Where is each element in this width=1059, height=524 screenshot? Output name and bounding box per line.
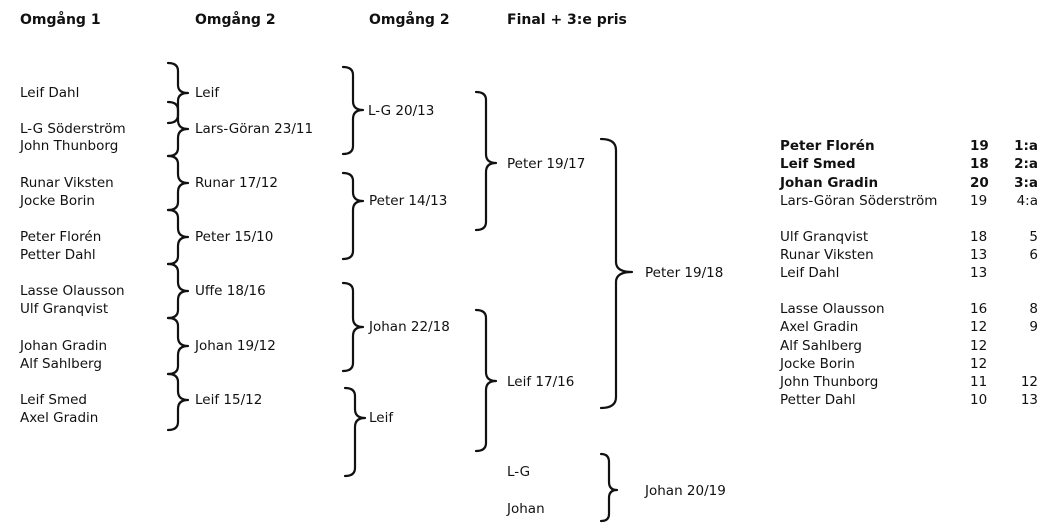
- round1-player: Peter Florén: [20, 229, 102, 245]
- round1-player: Alf Sahlberg: [20, 356, 102, 372]
- standing-place: 1:a: [1014, 138, 1038, 154]
- standing-name: Alf Sahlberg: [780, 338, 862, 354]
- standing-place: 12: [1020, 374, 1038, 390]
- round1-player: John Thunborg: [20, 138, 119, 154]
- standing-score: 18: [970, 229, 988, 245]
- standing-place: 3:a: [1014, 175, 1038, 191]
- standing-name: Lars-Göran Söderström: [780, 193, 938, 209]
- final-result: Peter 19/18: [645, 265, 724, 281]
- standing-name: John Thunborg: [780, 374, 879, 390]
- standing-name: Runar Viksten: [780, 247, 874, 263]
- round1-player: Runar Viksten: [20, 175, 114, 191]
- standing-place: 5: [1029, 229, 1038, 245]
- round3-result: Peter 14/13: [369, 193, 448, 209]
- round1-player: Axel Gradin: [20, 410, 99, 426]
- bracket: [343, 386, 367, 478]
- standing-name: Jocke Borin: [780, 356, 855, 372]
- header-round-1: Omgång 1: [20, 12, 101, 28]
- bracket: [341, 65, 365, 156]
- standing-score: 12: [970, 319, 988, 335]
- bracket: [166, 316, 190, 376]
- standing-place: 9: [1029, 319, 1038, 335]
- standing-score: 19: [970, 193, 988, 209]
- round1-player: Ulf Granqvist: [20, 301, 109, 317]
- standing-place: 13: [1020, 392, 1038, 408]
- bronze-result: Johan 20/19: [645, 483, 726, 499]
- standing-score: 20: [970, 175, 989, 191]
- header-final: Final + 3:e pris: [507, 12, 627, 28]
- round1-player: Petter Dahl: [20, 247, 96, 263]
- round3-result: Leif: [369, 410, 394, 426]
- round1-player: Johan Gradin: [20, 338, 108, 354]
- standing-score: 13: [970, 265, 988, 281]
- standing-score: 18: [970, 156, 989, 172]
- bracket: [599, 137, 634, 410]
- standing-score: 13: [970, 247, 988, 263]
- standing-place: 2:a: [1014, 156, 1038, 172]
- bronze-player: L-G: [507, 464, 531, 480]
- bracket: [166, 100, 190, 158]
- round1-player: Jocke Borin: [20, 193, 95, 209]
- round2-result: Peter 15/10: [195, 229, 274, 245]
- bronze-player: Johan: [507, 501, 545, 517]
- standing-score: 16: [970, 301, 988, 317]
- round2-result: Lars-Göran 23/11: [195, 121, 314, 137]
- standing-score: 12: [970, 338, 988, 354]
- bracket: [474, 90, 498, 232]
- standing-name: Petter Dahl: [780, 392, 856, 408]
- round1-player: Leif Smed: [20, 392, 87, 408]
- standing-name: Johan Gradin: [780, 175, 879, 191]
- round2-result: Uffe 18/16: [195, 283, 266, 299]
- round3-result: L-G 20/13: [368, 103, 435, 119]
- round2-result: Runar 17/12: [195, 175, 278, 191]
- round1-player: L-G Söderström: [20, 121, 126, 137]
- standing-place: 8: [1029, 301, 1038, 317]
- standing-place: 4:a: [1016, 193, 1038, 209]
- bracket: [166, 154, 190, 212]
- bracket: [599, 452, 619, 523]
- bracket: [166, 208, 190, 266]
- bracket: [166, 372, 190, 432]
- round1-player: Lasse Olausson: [20, 283, 125, 299]
- standing-name: Axel Gradin: [780, 319, 859, 335]
- standing-score: 11: [970, 374, 988, 390]
- standing-score: 10: [970, 392, 988, 408]
- round2-result: Leif 15/12: [195, 392, 263, 408]
- standing-place: 6: [1029, 247, 1038, 263]
- bracket: [341, 171, 365, 261]
- header-round-2: Omgång 2: [195, 12, 276, 28]
- standing-score: 12: [970, 356, 988, 372]
- bracket: [474, 308, 498, 453]
- standing-name: Leif Dahl: [780, 265, 840, 281]
- semifinal-result: Peter 19/17: [507, 156, 586, 172]
- standing-name: Lasse Olausson: [780, 301, 885, 317]
- standing-score: 19: [970, 138, 989, 154]
- bracket: [341, 281, 365, 373]
- standing-name: Ulf Granqvist: [780, 229, 869, 245]
- round1-player: Leif Dahl: [20, 85, 80, 101]
- semifinal-result: Leif 17/16: [507, 374, 575, 390]
- round2-result: Leif: [195, 85, 220, 101]
- bracket: [166, 262, 190, 320]
- standing-name: Peter Florén: [780, 138, 875, 154]
- round2-result: Johan 19/12: [195, 338, 276, 354]
- round3-result: Johan 22/18: [369, 319, 450, 335]
- standing-name: Leif Smed: [780, 156, 856, 172]
- header-round-3: Omgång 2: [369, 12, 450, 28]
